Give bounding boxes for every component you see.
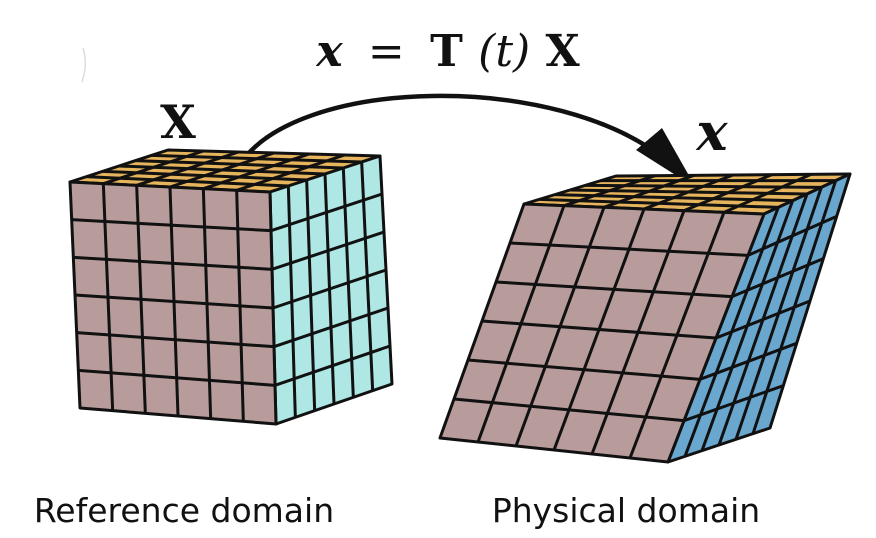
reference-side-face-gridline — [274, 344, 391, 387]
eq-lhs: x — [315, 26, 343, 77]
physical-symbol: x — [695, 102, 728, 163]
eq-operator: T — [430, 26, 463, 77]
physical-top-face-gridline — [539, 197, 779, 209]
curved-arrow-icon — [636, 128, 696, 188]
mapping-arrow-curve — [236, 93, 670, 170]
reference-caption: Reference domain — [34, 491, 334, 530]
physical-caption: Physical domain — [492, 491, 760, 530]
physical-cube — [438, 172, 852, 464]
physical-front-face-gridline — [453, 397, 685, 423]
eq-equals: = — [368, 26, 405, 77]
reference-top-face-gridline — [86, 175, 289, 188]
stray-mark-icon — [81, 47, 86, 83]
reference-cube — [68, 148, 394, 426]
eq-rhs: X — [546, 26, 581, 77]
mapping-equation: x = T (t) X — [315, 26, 580, 77]
physical-side-face-gridline — [683, 384, 784, 423]
reference-front-face-gridline — [78, 368, 276, 387]
eq-argument: (t) — [478, 26, 530, 77]
reference-symbol: X — [160, 95, 196, 149]
